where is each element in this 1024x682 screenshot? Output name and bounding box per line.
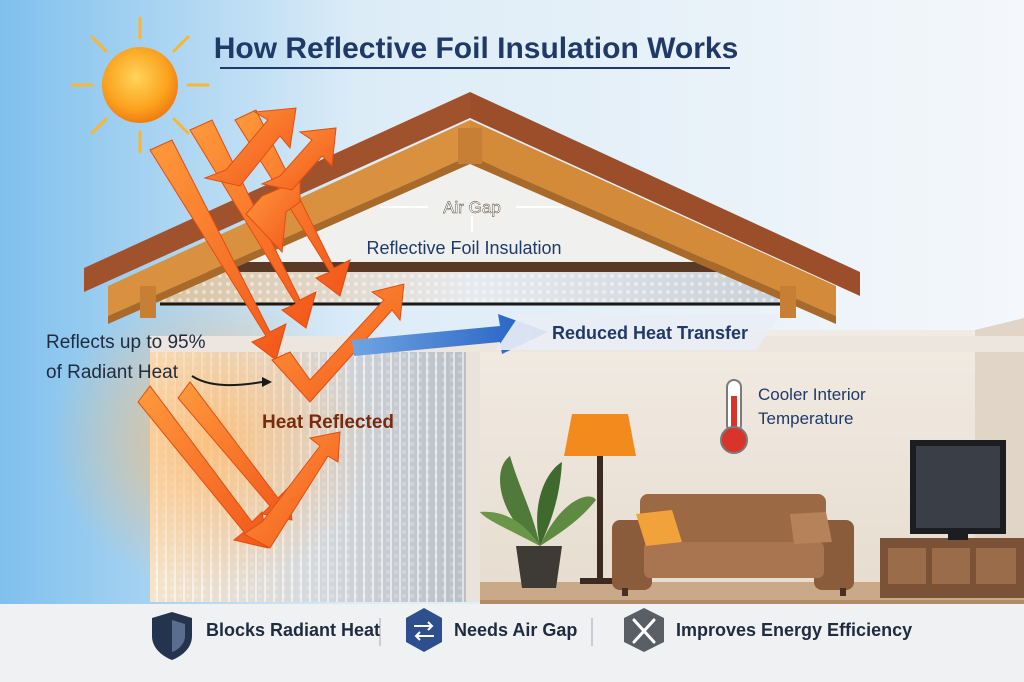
shield-icon xyxy=(152,612,192,660)
wall-arrow-out xyxy=(243,431,341,549)
cooler-interior-label-line2: Temperature xyxy=(758,409,853,428)
feature-label-blocks-radiant-heat: Blocks Radiant Heat xyxy=(206,620,380,640)
foil-label: Reflective Foil Insulation xyxy=(366,238,561,258)
cooler-interior-label-line1: Cooler Interior xyxy=(758,385,866,404)
reduced-heat-arrow xyxy=(352,314,548,356)
tools-icon xyxy=(624,608,664,652)
feature-label-energy-efficiency: Improves Energy Efficiency xyxy=(676,620,912,640)
reduced-heat-banner xyxy=(496,314,780,350)
page-title: How Reflective Foil Insulation Works xyxy=(214,32,739,65)
feature-label-needs-air-gap: Needs Air Gap xyxy=(454,620,577,640)
floor-lamp xyxy=(564,414,636,584)
pointer-arrow xyxy=(191,375,263,387)
air-gap-arrows-icon xyxy=(406,608,442,652)
potted-plant xyxy=(480,456,596,588)
heat-arrow-4 xyxy=(245,179,301,254)
tv-icon xyxy=(910,440,1006,540)
sofa xyxy=(612,494,854,596)
reflected-arrow-up-2 xyxy=(260,127,337,191)
heat-arrow-1 xyxy=(149,139,287,361)
reflected-arrow-v xyxy=(271,283,405,403)
tv-cabinet xyxy=(880,538,1024,598)
air-gap-marker xyxy=(380,206,564,232)
reflected-arrow-up-1 xyxy=(203,107,297,187)
thermometer-icon xyxy=(720,379,748,454)
pointer-arrowhead xyxy=(262,377,272,387)
sun-icon xyxy=(70,16,210,154)
heat-reflected-label: Heat Reflected xyxy=(262,412,394,433)
reduced-heat-label: Reduced Heat Transfer xyxy=(552,323,748,343)
reflected-roof-arrows xyxy=(203,107,405,403)
air-gap-label: Air Gap xyxy=(443,198,501,217)
reflects-label-line2: of Radiant Heat xyxy=(46,362,179,383)
reflects-label-line1: Reflects up to 95% xyxy=(46,332,206,353)
reflected-wall-arrows xyxy=(137,381,341,549)
